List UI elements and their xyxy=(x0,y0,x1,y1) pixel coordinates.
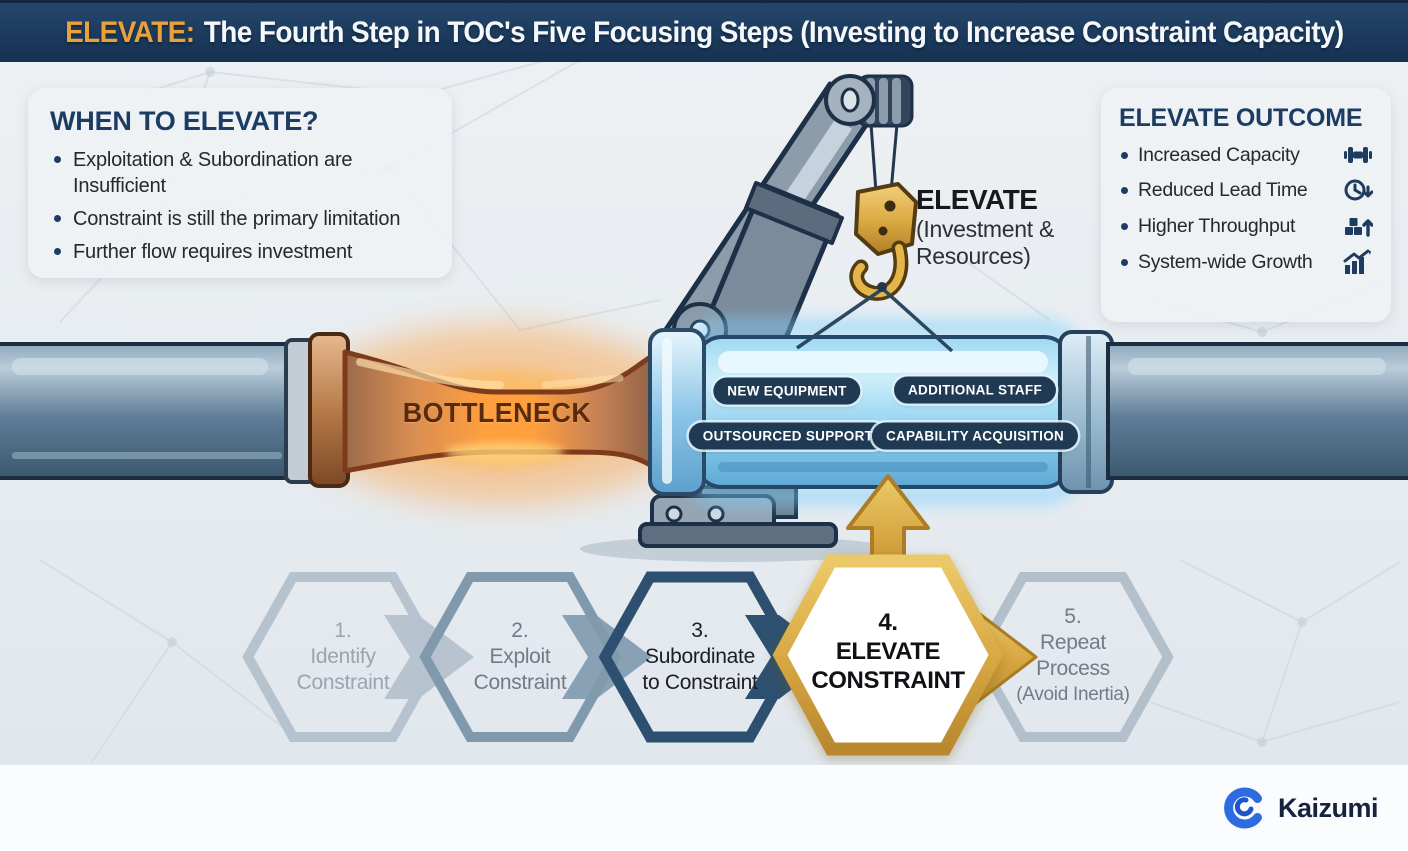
footer-bar: Kaizumi xyxy=(0,765,1408,851)
pipe-left xyxy=(0,342,294,480)
crane-hook xyxy=(849,182,918,301)
when-to-elevate-card: WHEN TO ELEVATE? Exploitation & Subordin… xyxy=(28,88,452,278)
step-number: 3. xyxy=(691,619,709,642)
brand-logo: Kaizumi xyxy=(1222,785,1379,831)
when-card-list: Exploitation & Subordination are Insuffi… xyxy=(50,147,430,265)
bullet-dot xyxy=(1121,258,1128,266)
step-line: Exploit xyxy=(489,645,551,668)
step-line: Repeat xyxy=(1040,631,1106,654)
step-label-2: 2. Exploit Constraint xyxy=(415,618,625,696)
pipe-right xyxy=(1106,342,1408,480)
list-item: Constraint is still the primary limitati… xyxy=(50,206,430,232)
step-label-4-elevate: 4. ELEVATE CONSTRAINT xyxy=(783,608,993,695)
bottleneck-label: BOTTLENECK xyxy=(402,397,592,428)
step-line: ELEVATE xyxy=(835,638,941,665)
outcome-label: Reduced Lead Time xyxy=(1138,178,1308,201)
elevate-annotation-line: Resources) xyxy=(916,243,1031,269)
boxes-up-icon xyxy=(1345,218,1373,237)
pill-capability-acquisition: CAPABILITY ACQUISITION xyxy=(871,422,1079,450)
list-item: Higher Throughput xyxy=(1119,213,1373,239)
step-line: Constraint xyxy=(296,671,390,694)
step-number: 5. xyxy=(1064,605,1082,628)
elevate-annotation-line: (Investment & xyxy=(916,216,1054,242)
list-item: Further flow requires investment xyxy=(50,239,430,265)
pipe-crane-illustration xyxy=(0,74,1408,562)
outcome-label: Increased Capacity xyxy=(1138,143,1300,166)
bullet-text: Constraint is still the primary limitati… xyxy=(73,208,401,230)
kaizumi-logo-icon xyxy=(1224,787,1262,829)
pipe-elevated-section xyxy=(648,328,1114,496)
elevate-outcome-card: ELEVATE OUTCOME Increased Capacity Reduc… xyxy=(1101,88,1391,322)
clock-down-icon xyxy=(1344,179,1373,201)
step-number: 2. xyxy=(511,619,529,642)
title-bar: ELEVATE:The Fourth Step in TOC's Five Fo… xyxy=(0,0,1408,62)
bullet-dot xyxy=(54,215,61,222)
step-label-3: 3. Subordinate to Constraint xyxy=(595,618,805,696)
list-item: Increased Capacity xyxy=(1119,143,1373,167)
hexagon-step4 xyxy=(772,554,1004,756)
crane-pulley xyxy=(824,74,914,128)
title-accent: ELEVATE: xyxy=(64,15,195,49)
step-line: CONSTRAINT xyxy=(811,667,965,694)
list-item: Reduced Lead Time xyxy=(1119,177,1373,203)
outcome-card-list: Increased Capacity Reduced Lead Time xyxy=(1119,143,1373,275)
step-line: Constraint xyxy=(473,671,567,694)
step-label-1: 1. Identify Constraint xyxy=(238,618,448,696)
list-item: System-wide Growth xyxy=(1119,249,1373,275)
bullet-dot xyxy=(54,156,61,163)
bullet-dot xyxy=(1121,222,1128,230)
hexagon-step5 xyxy=(972,572,1174,742)
crane-cables xyxy=(869,123,899,193)
brand-name: Kaizumi xyxy=(1277,792,1379,823)
hexagon-step2 xyxy=(419,572,621,742)
sling-cables xyxy=(796,282,954,353)
outcome-label: System-wide Growth xyxy=(1138,250,1313,273)
growth-chart-icon xyxy=(1343,249,1371,274)
when-card-heading: WHEN TO ELEVATE? xyxy=(50,106,319,136)
step-line: to Constraint xyxy=(642,671,758,694)
pill-outsourced-support: OUTSOURCED SUPPORT xyxy=(688,422,888,450)
list-item: Exploitation & Subordination are Insuffi… xyxy=(50,147,430,199)
bullet-text: Further flow requires investment xyxy=(73,241,353,263)
outcome-label: Higher Throughput xyxy=(1138,214,1296,237)
step-line: Process xyxy=(1036,657,1110,680)
pill-additional-staff: ADDITIONAL STAFF xyxy=(893,376,1057,404)
step-label-5: 5. Repeat Process (Avoid Inertia) xyxy=(968,604,1178,708)
step-number: 1. xyxy=(334,619,352,642)
step-line: (Avoid Inertia) xyxy=(1016,684,1130,705)
outcome-card-heading: ELEVATE OUTCOME xyxy=(1119,104,1363,132)
elevate-annotation: ELEVATE (Investment & Resources) xyxy=(916,184,1054,270)
page-title: ELEVATE:The Fourth Step in TOC's Five Fo… xyxy=(65,16,1344,50)
title-text: The Fourth Step in TOC's Five Focusing S… xyxy=(203,15,1344,49)
pill-new-equipment: NEW EQUIPMENT xyxy=(713,377,861,405)
dumbbell-icon xyxy=(1344,147,1372,163)
step-number: 4. xyxy=(878,609,898,636)
bullet-dot xyxy=(1121,151,1128,159)
step-line: Identify xyxy=(310,645,376,668)
bullet-text: Exploitation & Subordination are Insuffi… xyxy=(73,149,353,197)
hexagon-step1 xyxy=(242,572,444,742)
bullet-dot xyxy=(1121,186,1128,194)
step-line: Subordinate xyxy=(645,645,755,668)
bullet-dot xyxy=(54,248,61,255)
five-steps-flow xyxy=(242,474,1174,756)
bottleneck xyxy=(284,332,661,488)
elevate-annotation-title: ELEVATE xyxy=(916,184,1038,215)
